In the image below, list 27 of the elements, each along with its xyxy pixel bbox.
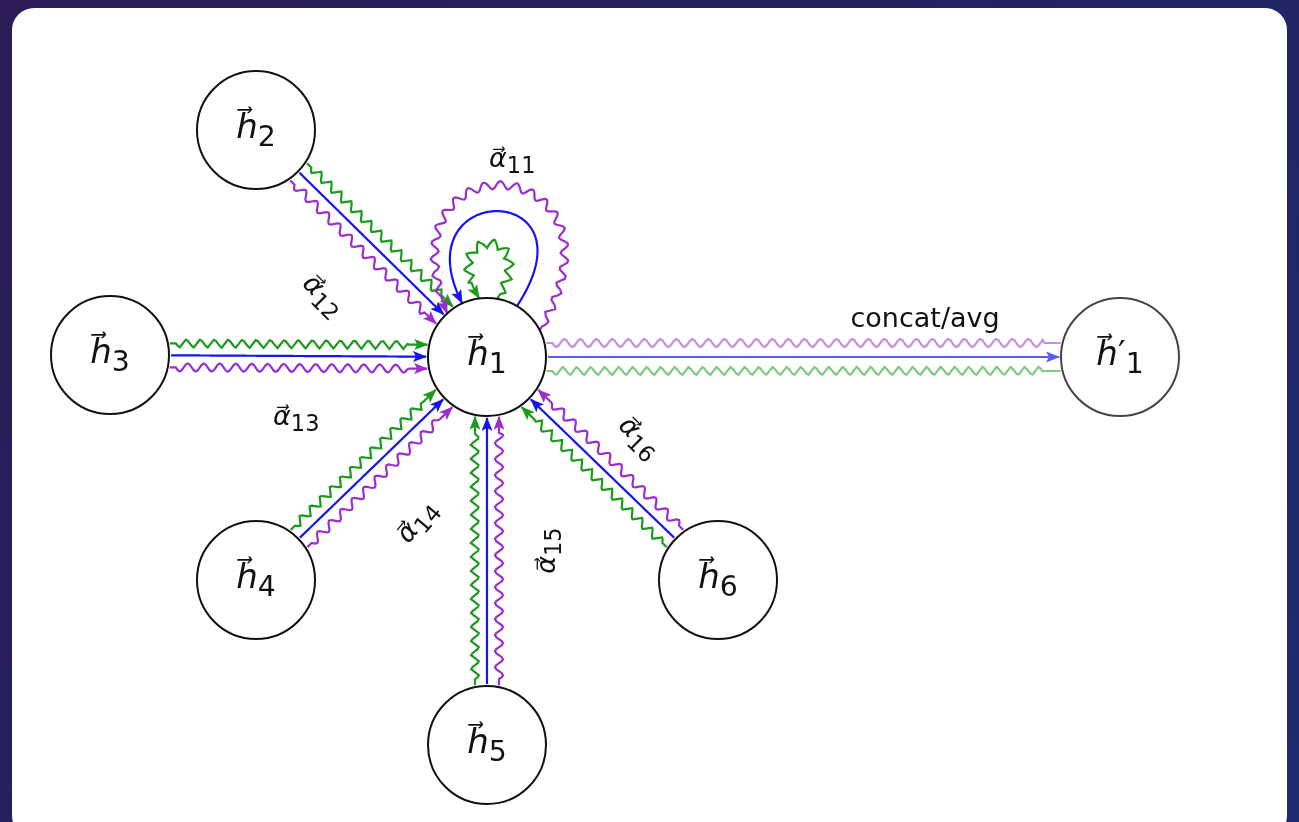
vector-label: h⃗$_{3}$ — [90, 333, 130, 377]
arrow — [299, 398, 444, 539]
vector-label: h⃗$_{1}$ — [467, 335, 507, 379]
wavy-arrow — [493, 415, 505, 686]
arrow — [481, 417, 493, 684]
vector-label: h⃗′$_{1}$ — [1096, 335, 1144, 379]
vector-label: h⃗$_{5}$ — [467, 723, 507, 767]
wavy-arrow — [537, 389, 685, 531]
wavy-arrow — [306, 162, 454, 308]
vector-label: h⃗$_{2}$ — [236, 108, 276, 152]
wavy-arrow — [289, 389, 437, 531]
edge-label: concat/avg — [849, 303, 1001, 333]
wavy-arrow — [469, 415, 481, 686]
arrow — [448, 210, 539, 307]
vector-label: h⃗$_{6}$ — [698, 558, 738, 602]
arrow — [298, 171, 445, 316]
wavy-arrow — [462, 238, 516, 300]
arrow — [548, 351, 1060, 363]
wavy-arrow — [520, 406, 668, 548]
wavy-arrow — [169, 338, 429, 351]
wavy-arrow — [169, 362, 429, 375]
wavy-arrow — [429, 179, 570, 331]
wavy-arrow — [306, 406, 454, 548]
arrow — [171, 351, 427, 363]
wavy-arrow — [289, 179, 437, 325]
arrow — [530, 398, 675, 539]
vector-label: h⃗$_{4}$ — [236, 558, 276, 602]
